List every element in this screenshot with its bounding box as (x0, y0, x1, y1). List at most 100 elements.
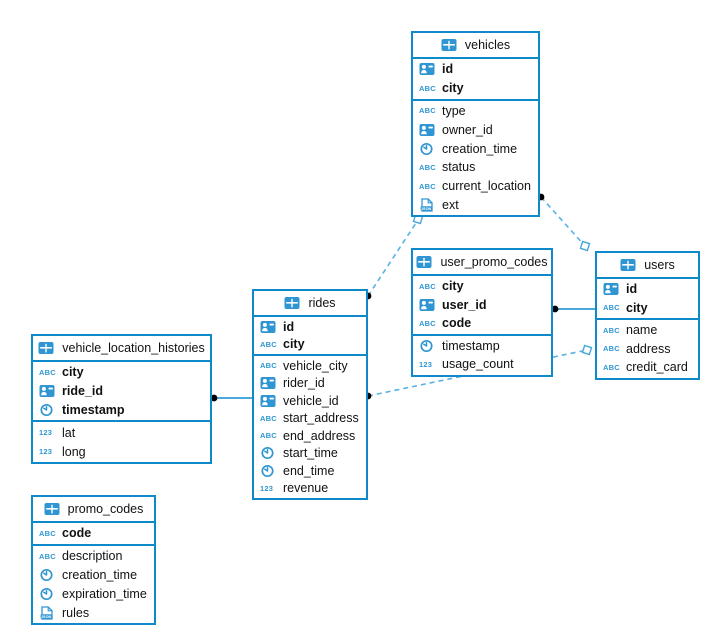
number-type-icon: 123 (39, 447, 53, 457)
clock-icon (419, 339, 438, 353)
columns-section: 123 lat 123 long (33, 420, 210, 462)
column-row: ABC status (413, 158, 538, 177)
clock-icon (261, 447, 274, 460)
column-name: status (442, 160, 476, 175)
number-type-icon: 123 (39, 447, 58, 456)
text-type-icon: ABC (419, 281, 436, 291)
id-badge-icon (419, 123, 438, 137)
json-icon: JSON (419, 198, 438, 212)
table-icon (38, 342, 54, 354)
number-type-icon: 123 (39, 428, 58, 437)
column-name: owner_id (442, 122, 493, 137)
id-badge-icon (419, 298, 435, 311)
text-type-icon: ABC (39, 368, 58, 377)
column-row: timestamp (413, 337, 551, 356)
text-type-icon: ABC (39, 551, 56, 561)
table-header[interactable]: vehicle_location_histories (33, 336, 210, 362)
table-icon (441, 38, 460, 52)
primary-key-row: timestamp (33, 401, 210, 420)
text-type-icon: ABC (419, 106, 438, 115)
table-header[interactable]: users (597, 253, 698, 279)
text-type-icon: ABC (419, 181, 436, 191)
column-name: creation_time (62, 567, 138, 582)
text-type-icon: ABC (603, 303, 620, 313)
text-type-icon: ABC (419, 84, 438, 93)
column-name: address (626, 341, 671, 356)
column-name: code (62, 526, 92, 541)
table-icon (416, 256, 432, 268)
column-name: expiration_time (62, 586, 147, 601)
text-type-icon: ABC (260, 414, 279, 423)
id-badge-icon (603, 283, 619, 296)
text-type-icon: ABC (260, 431, 279, 440)
table-name: vehicle_location_histories (62, 341, 205, 355)
text-type-icon: ABC (603, 325, 620, 335)
json-icon: JSON (40, 605, 53, 620)
table-header[interactable]: rides (254, 291, 366, 317)
many-end-dot-marker (210, 394, 218, 402)
column-row: 123 long (33, 442, 210, 461)
column-name: long (62, 444, 86, 459)
text-type-icon: ABC (260, 361, 277, 371)
text-type-icon: ABC (419, 319, 438, 328)
column-name: timestamp (62, 402, 125, 417)
table-icon (44, 503, 60, 515)
text-type-icon: ABC (603, 344, 620, 354)
one-end-square-marker (581, 344, 593, 356)
table-header[interactable]: user_promo_codes (413, 250, 551, 276)
primary-key-row: id (597, 280, 698, 299)
column-name: id (442, 62, 454, 77)
text-type-icon: ABC (603, 326, 622, 335)
json-icon: JSON (420, 198, 433, 212)
clock-icon (39, 403, 58, 417)
column-row: rider_id (254, 375, 366, 393)
clock-icon (40, 403, 53, 417)
clock-icon (39, 568, 58, 582)
column-name: lat (62, 425, 76, 440)
primary-key-row: ABC code (33, 524, 154, 543)
table-header[interactable]: vehicles (413, 33, 538, 59)
primary-key-section: ABC code (33, 523, 154, 544)
text-type-icon: ABC (39, 529, 58, 538)
text-type-icon: ABC (419, 163, 438, 172)
table-icon (284, 297, 300, 309)
id-badge-icon (419, 123, 435, 136)
text-type-icon: ABC (419, 318, 436, 328)
column-name: vehicle_city (283, 358, 348, 373)
text-type-icon: ABC (419, 182, 438, 191)
table-icon (620, 258, 639, 272)
clock-icon (40, 568, 53, 582)
id-badge-icon (419, 298, 438, 312)
id-badge-icon (419, 62, 438, 76)
column-row: end_time (254, 462, 366, 480)
column-name: city (62, 365, 84, 380)
relationship-line-rides-vehicles (367, 219, 419, 297)
column-name: usage_count (442, 357, 514, 372)
text-type-icon: ABC (260, 340, 279, 349)
clock-icon (40, 587, 53, 600)
text-type-icon: ABC (419, 162, 436, 172)
table-header[interactable]: promo_codes (33, 497, 154, 523)
number-type-icon: 123 (260, 484, 279, 493)
